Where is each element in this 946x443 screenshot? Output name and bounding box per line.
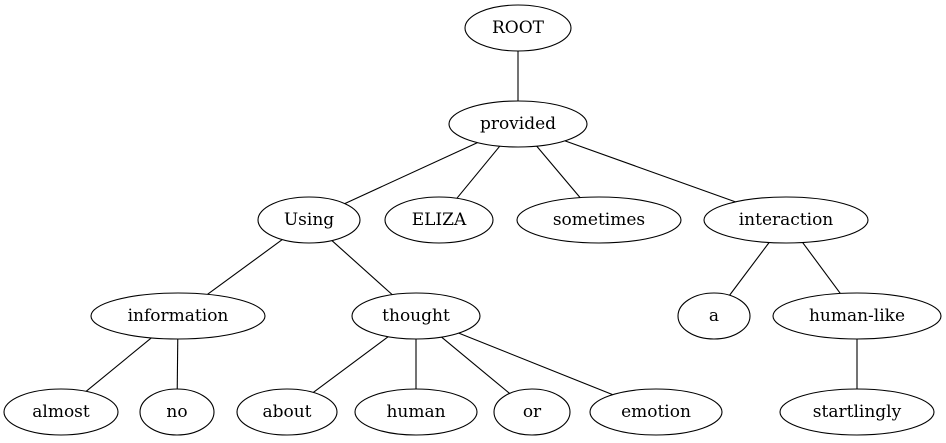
tree-node-startlingly: startlingly xyxy=(779,388,935,436)
tree-node-about: about xyxy=(236,388,338,436)
edge-thought-to-or xyxy=(441,336,510,394)
tree-node-eliza: ELIZA xyxy=(384,196,494,244)
tree-node-information: information xyxy=(90,292,266,340)
node-label: no xyxy=(166,402,187,422)
node-label: or xyxy=(523,402,542,422)
node-label: human xyxy=(386,402,445,422)
tree-node-no: no xyxy=(139,388,215,436)
edge-using-to-thought xyxy=(331,240,393,296)
node-label: human-like xyxy=(809,306,905,326)
node-ellipse xyxy=(354,388,478,436)
node-ellipse xyxy=(90,292,266,340)
edge-provided-to-interaction xyxy=(564,140,736,203)
edge-provided-to-using xyxy=(344,142,478,205)
edge-thought-to-emotion xyxy=(458,332,613,396)
node-label: interaction xyxy=(739,210,834,230)
node-ellipse xyxy=(703,196,869,244)
node-label: almost xyxy=(32,402,90,422)
node-label: startlingly xyxy=(813,402,902,422)
edge-information-to-no xyxy=(176,338,179,390)
node-ellipse xyxy=(3,388,119,436)
edge-using-to-information xyxy=(207,239,283,295)
node-label: information xyxy=(128,306,229,326)
node-ellipse xyxy=(257,196,361,244)
node-label: provided xyxy=(480,114,556,134)
tree-node-root: ROOT xyxy=(464,4,572,52)
tree-node-emotion: emotion xyxy=(589,388,723,436)
node-ellipse xyxy=(448,100,588,148)
tree-node-interaction: interaction xyxy=(703,196,869,244)
node-label: sometimes xyxy=(553,210,645,230)
edges-layer xyxy=(85,51,858,396)
node-label: a xyxy=(709,306,719,326)
node-ellipse xyxy=(516,196,682,244)
node-ellipse xyxy=(236,388,338,436)
edge-interaction-to-a xyxy=(729,242,770,296)
tree-node-thought: thought xyxy=(351,292,481,340)
node-label: emotion xyxy=(621,402,691,422)
node-label: about xyxy=(262,402,311,422)
node-ellipse xyxy=(589,388,723,436)
edge-thought-to-about xyxy=(312,336,389,393)
node-ellipse xyxy=(139,388,215,436)
tree-node-provided: provided xyxy=(448,100,588,148)
tree-node-or: or xyxy=(493,388,571,436)
node-ellipse xyxy=(779,388,935,436)
edge-provided-to-sometimes xyxy=(536,145,581,198)
node-ellipse xyxy=(677,292,751,340)
node-ellipse xyxy=(351,292,481,340)
tree-node-almost: almost xyxy=(3,388,119,436)
node-label: Using xyxy=(284,210,334,230)
node-ellipse xyxy=(772,292,942,340)
node-label: ELIZA xyxy=(412,210,467,230)
node-label: ROOT xyxy=(492,18,545,38)
tree-node-a: a xyxy=(677,292,751,340)
tree-node-sometimes: sometimes xyxy=(516,196,682,244)
tree-node-human: human xyxy=(354,388,478,436)
node-ellipse xyxy=(384,196,494,244)
tree-node-human-like: human-like xyxy=(772,292,942,340)
edge-interaction-to-human-like xyxy=(802,242,841,294)
node-ellipse xyxy=(493,388,571,436)
tree-node-using: Using xyxy=(257,196,361,244)
edge-provided-to-eliza xyxy=(456,145,501,199)
edge-information-to-almost xyxy=(85,337,152,392)
node-ellipse xyxy=(464,4,572,52)
node-label: thought xyxy=(382,306,450,326)
